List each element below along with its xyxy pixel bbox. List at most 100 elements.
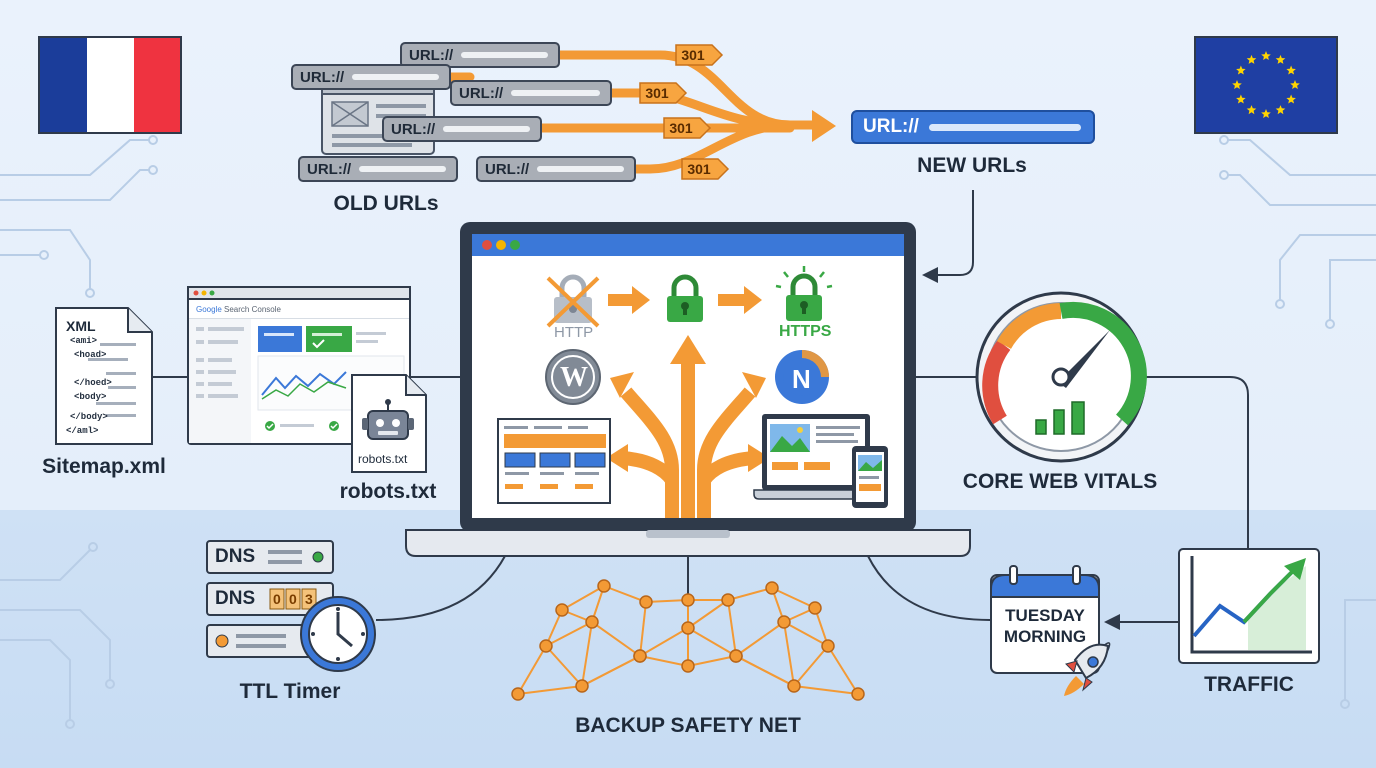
- net-strand: [517, 685, 583, 695]
- robots-file-icon: [351, 374, 427, 473]
- eu-star-icon: [1246, 54, 1257, 64]
- http-label: HTTP: [554, 324, 594, 341]
- net-strand: [687, 655, 737, 667]
- net-strand: [735, 621, 785, 657]
- connector-lines: [152, 190, 1249, 630]
- sitemap-code-line: </body>: [70, 412, 108, 422]
- https-label: HTTPS: [779, 323, 832, 340]
- eu-star-icon: [1290, 80, 1300, 89]
- traffic-chart-icon: [1178, 548, 1320, 664]
- redirect-arrows: [445, 50, 820, 174]
- old-url-prefix: URL://: [300, 68, 345, 86]
- eu-star-icon: [1275, 105, 1286, 115]
- rocket-icon: [1064, 642, 1111, 696]
- ttl-digit: 3: [305, 591, 313, 607]
- net-strand: [591, 621, 641, 657]
- speed-gauge-icon: [975, 291, 1147, 463]
- old-url-prefix: URL://: [391, 120, 436, 138]
- dns-label: DNS: [215, 588, 256, 609]
- ttl-timer-label: TTL Timer: [239, 680, 341, 703]
- net-strand: [581, 621, 593, 687]
- net-strand: [603, 585, 647, 603]
- net-strand: [793, 685, 859, 695]
- sitemap-code-line: <ami>: [70, 336, 98, 346]
- old-url-chip: URL://: [400, 42, 560, 68]
- net-node: [511, 687, 525, 701]
- new-url-chip: URL://: [851, 110, 1095, 144]
- net-node: [597, 579, 611, 593]
- sitemap-code-line: <hoad>: [74, 350, 107, 360]
- robots-file-label: robots.txt: [358, 452, 408, 466]
- http-arrow-icons: [608, 286, 762, 314]
- old-url-chip: URL://: [476, 156, 636, 182]
- ttl-digit: 0: [273, 591, 281, 607]
- new-urls-label: NEW URLs: [917, 154, 1027, 177]
- net-node: [585, 615, 599, 629]
- dns-label: DNS: [215, 546, 256, 567]
- net-strand: [639, 655, 689, 667]
- old-url-chip: URL://: [450, 80, 612, 106]
- old-site-wireframe-icon: [497, 418, 611, 504]
- net-node: [851, 687, 865, 701]
- sitemap-file-icon: [55, 307, 153, 445]
- net-node: [765, 581, 779, 595]
- net-strand: [727, 587, 773, 601]
- old-url-chip: URL://: [382, 116, 542, 142]
- flag-france-icon: [38, 36, 182, 134]
- ttl-digit: 0: [289, 591, 297, 607]
- eu-star-icon: [1236, 65, 1246, 75]
- circuit-traces: [0, 135, 1376, 729]
- clock-icon: [300, 596, 376, 672]
- net-strand: [545, 621, 593, 647]
- redirect-tag-shapes: [639, 44, 730, 180]
- net-strand: [771, 587, 816, 609]
- net-node: [681, 593, 695, 607]
- old-url-chip: URL://: [291, 64, 451, 90]
- net-node: [575, 679, 589, 693]
- migration-tree-arrows: [606, 335, 770, 518]
- search-console-product: Search Console: [221, 305, 281, 314]
- old-urls-label: OLD URLs: [333, 192, 439, 215]
- old-url-prefix: URL://: [459, 84, 504, 102]
- flag-eu-icon: [1194, 36, 1338, 134]
- net-node: [721, 593, 735, 607]
- sitemap-code-line: </hoed>: [74, 378, 112, 388]
- net-strand: [783, 621, 829, 647]
- net-strand: [687, 627, 737, 657]
- calendar-day: TUESDAY: [1005, 606, 1085, 625]
- net-node: [681, 659, 695, 673]
- eu-star-icon: [1232, 80, 1242, 89]
- net-strand: [545, 645, 583, 687]
- net-node: [555, 603, 569, 617]
- core-web-vitals-label: CORE WEB VITALS: [962, 470, 1158, 493]
- backup-safety-net-label: BACKUP SAFETY NET: [575, 714, 801, 737]
- sitemap-label: Sitemap.xml: [42, 455, 166, 478]
- eu-star-icon: [1246, 105, 1257, 115]
- sitemap-code-line: <body>: [74, 392, 107, 402]
- net-strand: [645, 599, 689, 603]
- old-url-prefix: URL://: [485, 160, 530, 178]
- eu-star-icon: [1261, 109, 1271, 118]
- sitemap-file-heading: XML: [66, 318, 96, 334]
- net-node: [633, 649, 647, 663]
- lock-green-icon: [667, 274, 703, 322]
- sitemap-code-line: </aml>: [66, 426, 99, 436]
- wordpress-icon: [545, 349, 601, 405]
- eu-star-icon: [1286, 65, 1296, 75]
- net-node: [729, 649, 743, 663]
- redirect-301-tag: 301: [681, 47, 705, 63]
- new-url-prefix: URL://: [863, 116, 919, 137]
- http-lock-icon: [546, 274, 600, 328]
- net-node: [787, 679, 801, 693]
- redirect-301-tag: 301: [669, 120, 693, 136]
- net-strand: [827, 645, 859, 695]
- net-node: [639, 595, 653, 609]
- https-lock-icon: [775, 266, 833, 321]
- net-strand: [793, 645, 829, 687]
- wordpress-letter: W: [560, 362, 588, 393]
- n-logo-letter: N: [792, 364, 811, 394]
- net-strand: [735, 655, 795, 687]
- redirect-301-tag: 301: [645, 85, 669, 101]
- traffic-label: TRAFFIC: [1204, 673, 1294, 696]
- net-strand: [639, 601, 647, 657]
